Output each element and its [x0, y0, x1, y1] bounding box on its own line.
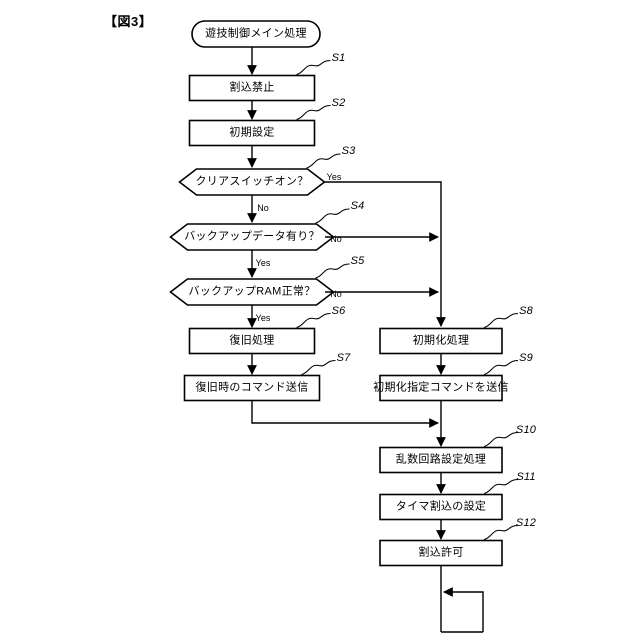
step-label-s9: S9 [519, 351, 533, 364]
node-s6-label: 復旧処理 [229, 334, 275, 347]
step-label-s5: S5 [350, 255, 365, 267]
step-label-s12: S12 [515, 516, 537, 529]
node-s6-process [188, 327, 316, 355]
leader-s5 [315, 263, 350, 279]
node-s5-label: バックアップRAM正常？ [188, 285, 316, 298]
edge-label-s5-no: No [330, 289, 342, 299]
step-label-s2: S2 [331, 96, 346, 109]
edge-s7-to-spine [251, 401, 439, 428]
edge-label-s5-yes: Yes [255, 313, 271, 323]
node-s1-process [188, 74, 316, 102]
node-start-terminator [191, 20, 321, 48]
figure-label: 【図3】 [104, 14, 153, 29]
node-start-label: 遊技制御メイン処理 [205, 27, 307, 40]
node-s8-process [379, 327, 503, 355]
node-s7-label: 復旧時のコマンド送信 [195, 381, 309, 394]
node-s12-process [379, 539, 503, 567]
step-label-s11: S11 [516, 470, 536, 483]
node-s3-label: クリアスイッチオン？ [195, 175, 309, 188]
leader-s2 [296, 104, 331, 121]
leader-s3 [306, 153, 341, 169]
node-s11-label: タイマ割込の設定 [395, 500, 487, 513]
node-s5-decision [169, 278, 335, 306]
step-label-s4: S4 [350, 200, 365, 212]
node-s4-decision [169, 223, 335, 251]
node-s10-label: 乱数回路設定処理 [395, 453, 487, 466]
leader-s8 [483, 312, 519, 329]
node-s11-process [379, 493, 503, 521]
leader-s11 [483, 478, 519, 495]
node-s2-process [188, 119, 316, 147]
edge-label-s4-yes: Yes [255, 258, 271, 268]
leader-s1 [296, 59, 331, 76]
node-s8-label: 初期化処理 [412, 334, 470, 347]
leader-s10 [483, 431, 519, 448]
leader-s7 [301, 359, 336, 376]
node-s4-label: バックアップデータ有り？ [184, 230, 320, 243]
step-label-s6: S6 [331, 304, 346, 317]
step-label-s7: S7 [336, 351, 351, 364]
node-s12-label: 割込許可 [418, 546, 464, 559]
step-label-s3: S3 [341, 145, 356, 157]
node-s2-label: 初期設定 [229, 126, 275, 139]
edge-label-s3-no: No [257, 203, 269, 213]
edge-label-s4-no: No [330, 234, 342, 244]
node-s3-decision [178, 168, 326, 196]
leader-s4 [315, 208, 350, 224]
node-s9-label: 初期化指定コマンドを送信 [373, 381, 509, 394]
node-s9-process [379, 374, 503, 402]
edge-loop-return [443, 587, 484, 632]
step-label-s8: S8 [519, 304, 533, 317]
node-s10-process [379, 446, 503, 474]
node-s1-label: 割込禁止 [229, 81, 275, 94]
edge-s3-yes-to-s8 [325, 181, 446, 327]
leader-s6 [296, 312, 331, 329]
node-s7-process [183, 374, 321, 402]
step-label-s1: S1 [331, 51, 346, 64]
leader-s9 [483, 359, 519, 376]
edge-label-s3-yes: Yes [326, 172, 342, 182]
leader-s12 [483, 524, 519, 541]
step-label-s10: S10 [515, 423, 537, 436]
